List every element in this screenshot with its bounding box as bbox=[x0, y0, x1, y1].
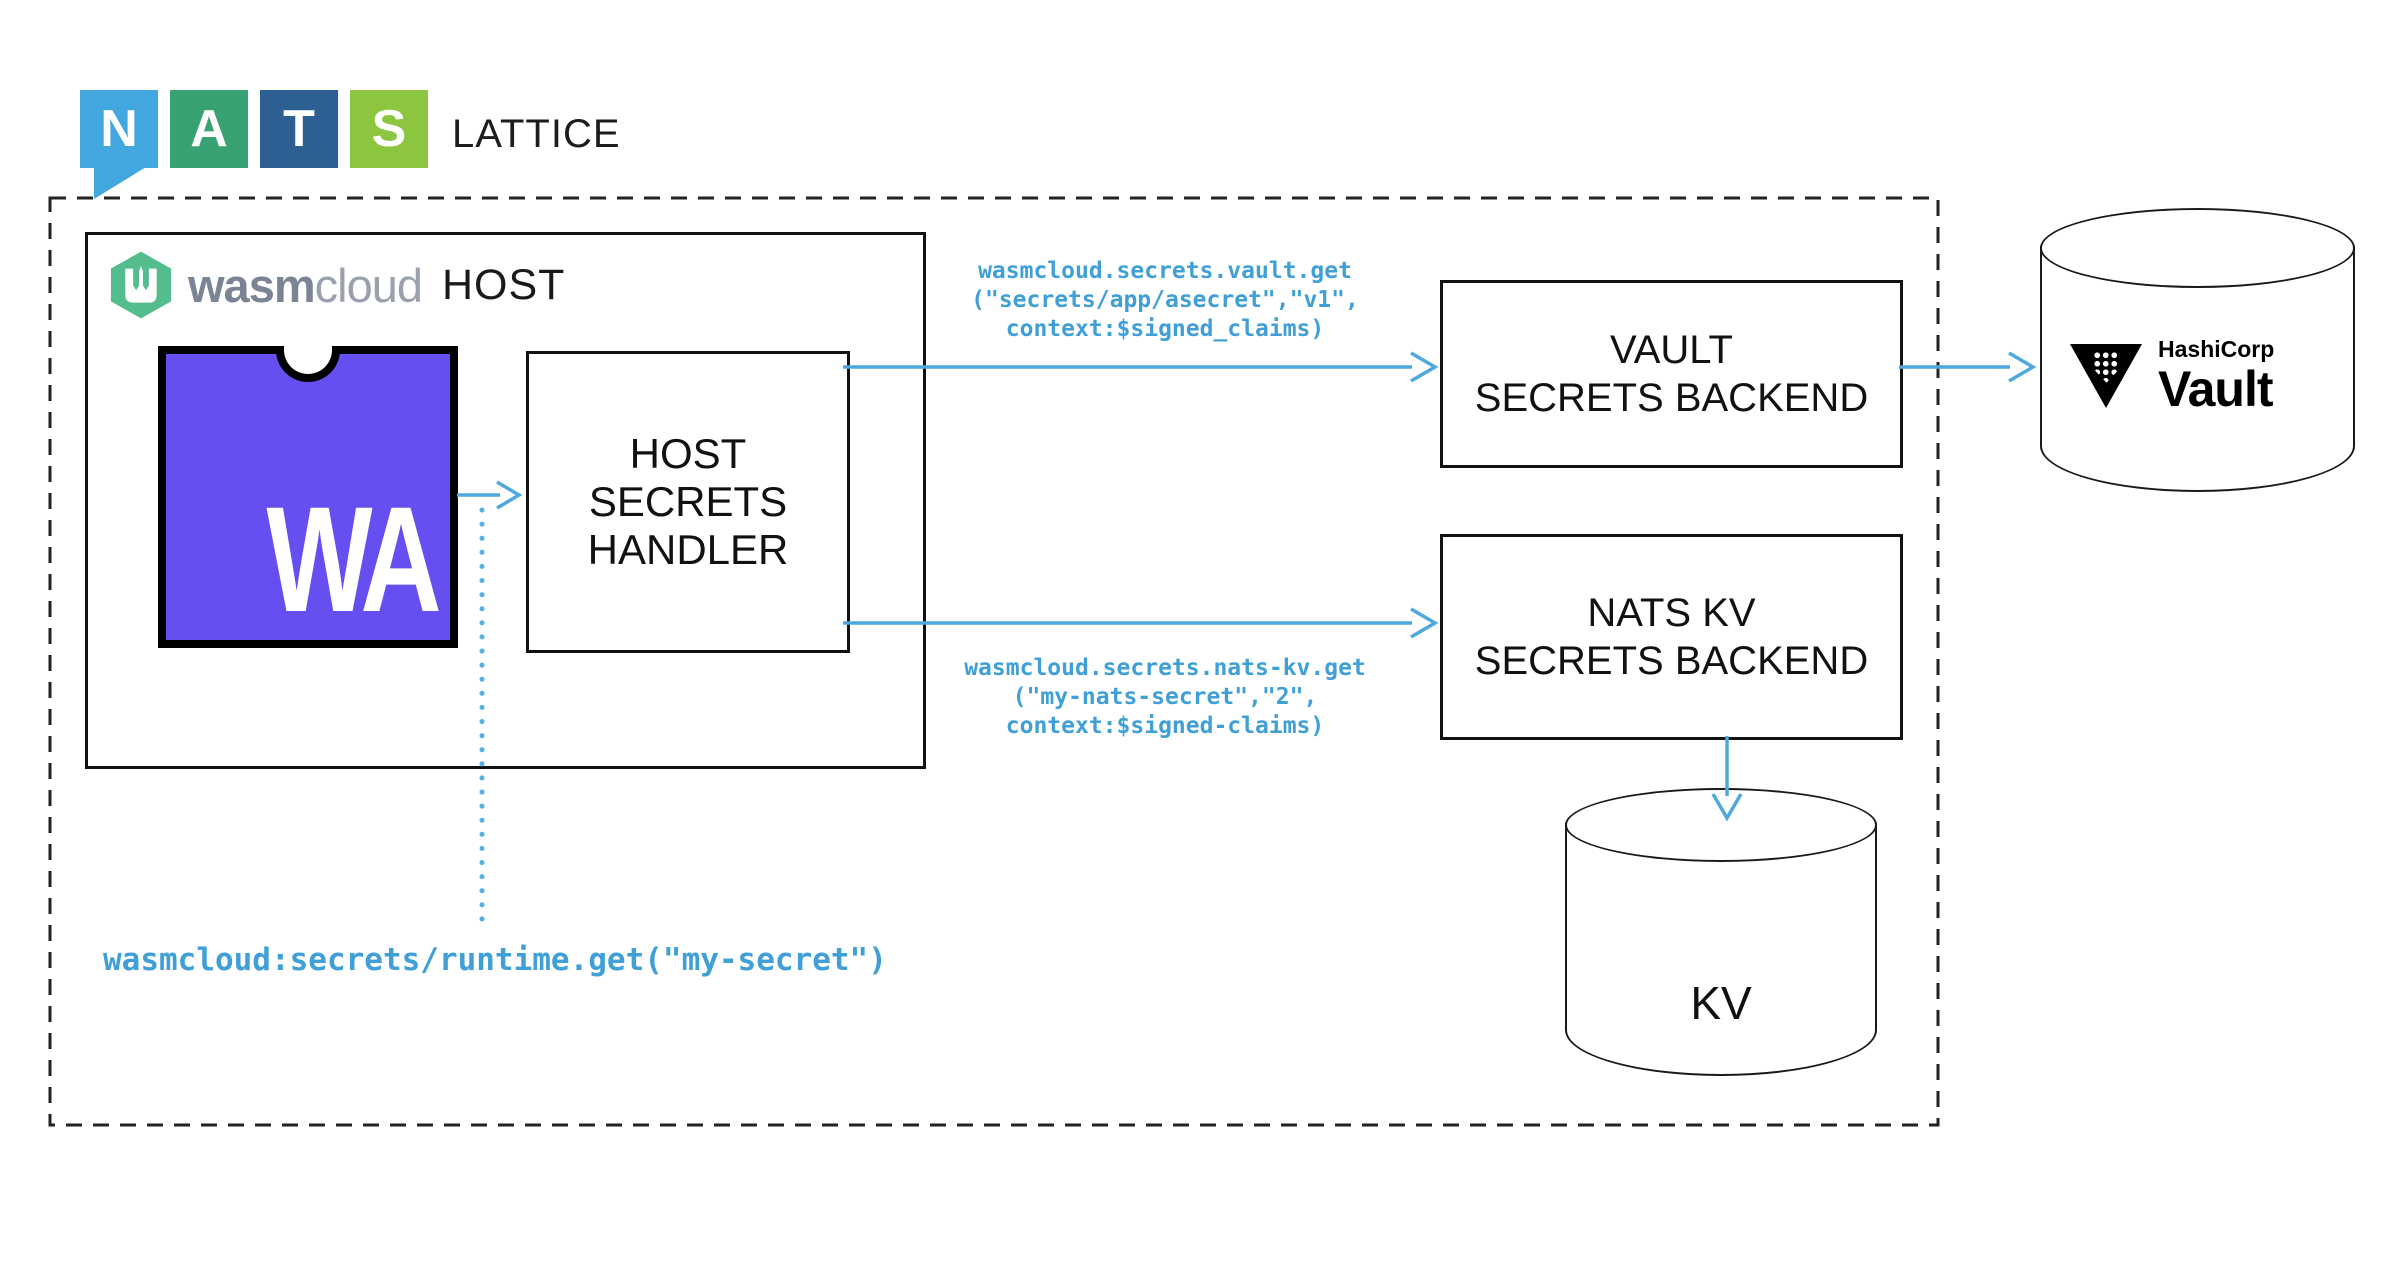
vault-secrets-backend-box: VAULT SECRETS BACKEND bbox=[1440, 280, 1903, 468]
nats-kv-call-label: wasmcloud.secrets.nats-kv.get ("my-nats-… bbox=[964, 655, 1366, 739]
nats-kv-store-cylinder: KV bbox=[1565, 788, 1877, 1076]
host-secrets-handler-box: HOST SECRETS HANDLER bbox=[526, 351, 850, 653]
nats-letter-n: N bbox=[80, 90, 158, 168]
vault-call-label: wasmcloud.secrets.vault.get ("secrets/ap… bbox=[971, 258, 1359, 342]
vault-wordmark: HashiCorp Vault bbox=[2158, 336, 2274, 416]
wasmcloud-brand-wasm: wasm bbox=[188, 258, 316, 312]
wasm-component-notch bbox=[276, 346, 340, 382]
kv-cylinder-top bbox=[1565, 788, 1877, 862]
nats-letter-a-text: A bbox=[190, 100, 228, 158]
nats-letter-s-text: S bbox=[371, 100, 407, 158]
wasm-component-label: WA bbox=[266, 475, 442, 643]
hashicorp-label: HashiCorp bbox=[2158, 336, 2275, 362]
arrow-handler-to-vault-backend bbox=[843, 351, 1439, 383]
wasmcloud-logo-icon bbox=[110, 251, 172, 319]
nats-letter-t-text: T bbox=[283, 100, 315, 158]
nats-letter-a: A bbox=[170, 90, 248, 168]
wasmcloud-brand: wasmcloud bbox=[188, 258, 423, 313]
nats-logo: N A T S bbox=[80, 90, 428, 199]
vault-store-cylinder: HashiCorp Vault bbox=[2040, 208, 2355, 492]
nats-logo-tail bbox=[94, 167, 146, 199]
lattice-label: LATTICE bbox=[452, 112, 621, 156]
vault-cylinder-top bbox=[2040, 208, 2355, 288]
host-label: HOST bbox=[442, 260, 566, 309]
wasmcloud-brand-cloud: cloud bbox=[314, 258, 423, 312]
wasmcloud-host-box: wasmcloud HOST WA HOST SECRETS HANDLER bbox=[85, 232, 926, 769]
arrow-handler-to-natskv-backend bbox=[843, 607, 1439, 639]
vault-triangle-icon bbox=[2070, 343, 2142, 408]
arrow-vault-backend-to-vault bbox=[1899, 351, 2037, 383]
nats-kv-secrets-backend-box: NATS KV SECRETS BACKEND bbox=[1440, 534, 1903, 740]
kv-label: KV bbox=[1690, 977, 1752, 1029]
vault-label: Vault bbox=[2158, 361, 2273, 417]
wasm-component-tile: WA bbox=[158, 346, 458, 648]
nats-letter-n-text: N bbox=[100, 100, 138, 158]
nats-letter-s: S bbox=[350, 90, 428, 168]
runtime-call-label: wasmcloud:secrets/runtime.get("my-secret… bbox=[103, 942, 887, 978]
hashicorp-vault-logo: HashiCorp Vault bbox=[2070, 336, 2274, 416]
nats-letter-t: T bbox=[260, 90, 338, 168]
wasmcloud-host-header: wasmcloud HOST bbox=[108, 249, 565, 321]
